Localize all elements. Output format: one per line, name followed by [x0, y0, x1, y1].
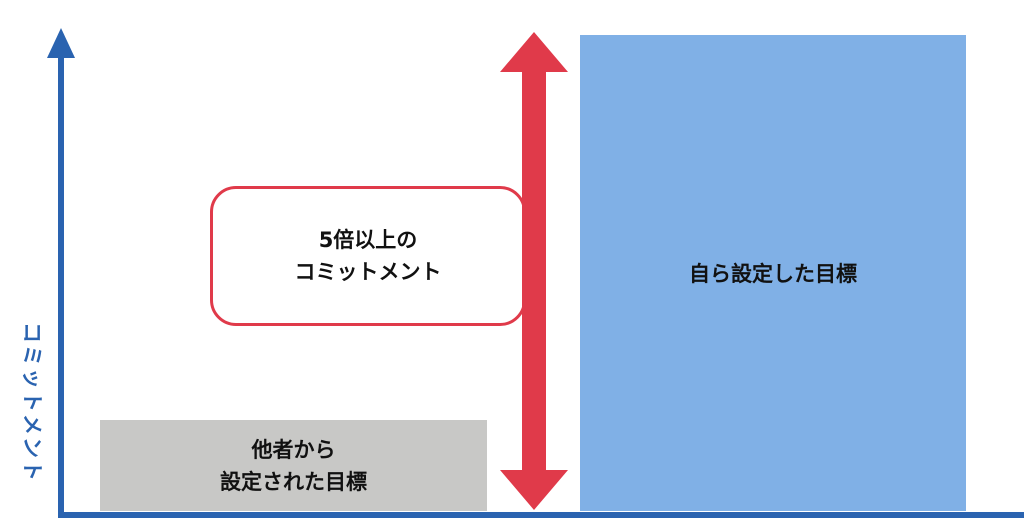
callout-line1: 5倍以上の	[318, 228, 418, 252]
y-axis-label: コミットメント	[20, 322, 44, 483]
other-set-goal-bar: 他者から設定された目標	[100, 420, 487, 511]
commitment-callout: 5倍以上のコミットメント	[210, 186, 526, 326]
y-axis-line	[58, 52, 64, 518]
x-axis-line	[58, 512, 1024, 518]
callout-line2: コミットメント	[294, 260, 442, 284]
other-set-goal-line1: 他者から	[251, 437, 336, 462]
self-set-goal-bar: 自ら設定した目標	[580, 35, 966, 511]
other-set-goal-line2: 設定された目標	[220, 469, 367, 494]
self-set-goal-label: 自ら設定した目標	[689, 262, 857, 286]
y-axis-arrowhead-icon	[47, 28, 75, 58]
